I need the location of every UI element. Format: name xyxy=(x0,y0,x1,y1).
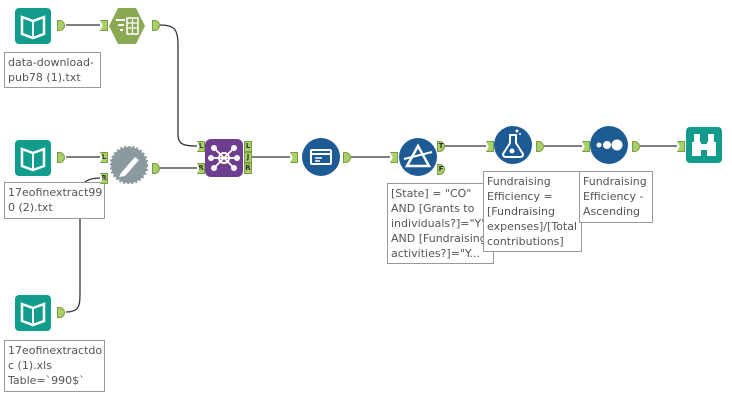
output-anchor[interactable] xyxy=(152,163,160,174)
pencil-gear-icon xyxy=(109,145,149,185)
sort-dots-icon xyxy=(590,126,628,164)
filter-tool[interactable] xyxy=(399,138,437,180)
output-anchor[interactable] xyxy=(632,141,640,152)
tool-annotation: 17eofinextract99 0 (2).txt xyxy=(4,182,105,219)
input-data-tool-2[interactable] xyxy=(15,140,51,180)
left-output-anchor[interactable]: L xyxy=(244,141,252,152)
join-output-anchor[interactable]: J xyxy=(244,152,252,163)
binoculars-icon xyxy=(686,127,722,163)
select-icon xyxy=(302,138,340,176)
output-anchor[interactable] xyxy=(343,152,351,163)
select-tool[interactable] xyxy=(302,138,340,180)
join-icon xyxy=(205,139,243,177)
output-anchor[interactable] xyxy=(536,141,544,152)
wire xyxy=(65,177,101,313)
formula-tool[interactable] xyxy=(494,126,532,168)
book-icon xyxy=(15,140,51,176)
output-anchor[interactable] xyxy=(152,20,160,31)
output-anchor[interactable] xyxy=(57,152,65,163)
input-data-tool-3[interactable] xyxy=(15,295,51,335)
text-to-columns-icon xyxy=(109,8,145,44)
false-output-anchor[interactable]: F xyxy=(437,164,445,175)
tool-annotation: Fundraising Efficiency = [Fundraising ex… xyxy=(483,171,582,252)
text-to-columns-tool[interactable] xyxy=(108,7,146,49)
tool-annotation: Fundraising Efficiency - Ascending xyxy=(579,171,653,223)
tool-annotation: data-download- pub78 (1).txt xyxy=(4,52,101,88)
true-output-anchor[interactable]: T xyxy=(437,141,445,152)
filter-icon xyxy=(399,138,437,176)
tool-annotation: [State] = "CO" AND [Grants to individual… xyxy=(387,183,494,264)
tool-annotation: 17eofinextractdo c (1).xls Table=`990$` xyxy=(4,340,105,392)
browse-tool[interactable] xyxy=(686,127,722,167)
output-anchor[interactable] xyxy=(57,20,65,31)
output-anchor[interactable] xyxy=(57,307,65,318)
sort-tool[interactable] xyxy=(590,126,628,168)
dynamic-rename-tool[interactable] xyxy=(109,145,149,188)
wire xyxy=(159,24,198,147)
book-icon xyxy=(15,295,51,331)
book-icon xyxy=(15,8,51,44)
input-data-tool-1[interactable] xyxy=(15,8,51,48)
right-output-anchor[interactable]: R xyxy=(244,163,252,174)
join-tool[interactable] xyxy=(205,139,243,181)
flask-icon xyxy=(494,126,532,164)
